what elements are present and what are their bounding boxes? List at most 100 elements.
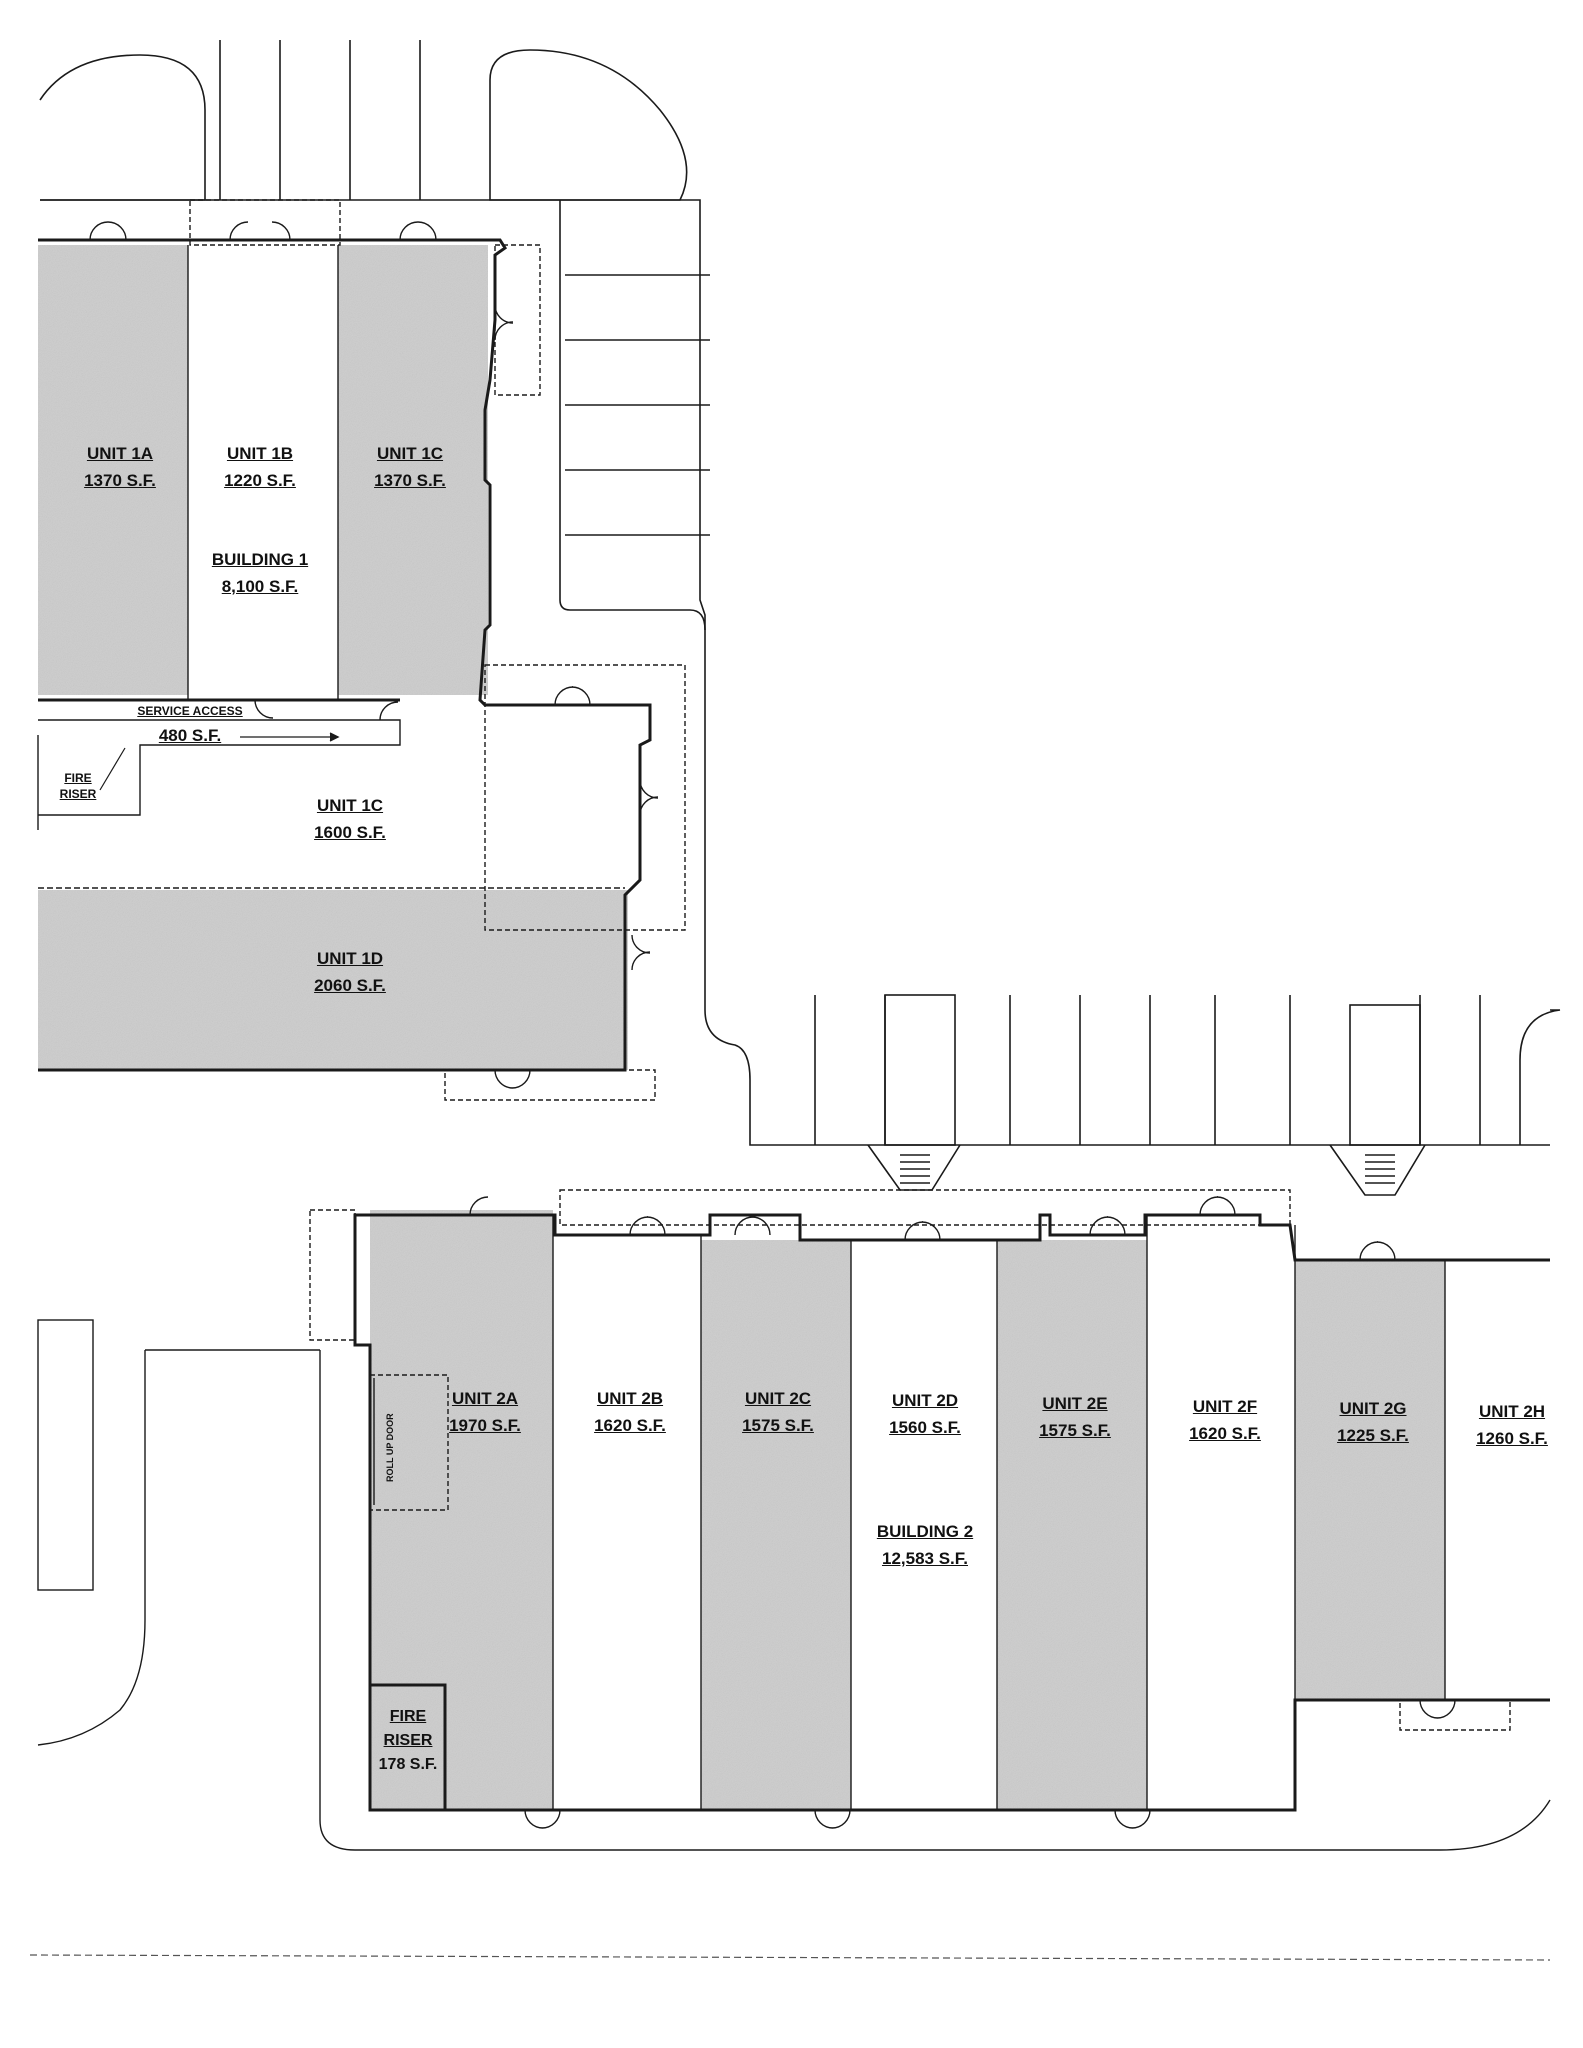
- roll-up-door: [369, 1374, 449, 1511]
- door-service: [254, 699, 399, 721]
- unit-2a-label: UNIT 2A 1970 S.F.: [430, 1385, 540, 1439]
- unit-area: 1370 S.F.: [374, 471, 446, 490]
- door-b1-2: [229, 221, 291, 241]
- building-area: 8,100 S.F.: [221, 577, 299, 596]
- left-parking-curb: [37, 1349, 320, 1746]
- unit-2c-label: UNIT 2C 1575 S.F.: [723, 1385, 833, 1439]
- door-b2-1: [469, 1196, 489, 1216]
- dashed-canopy-side-b1: [494, 244, 541, 396]
- unit-area: 1370 S.F.: [84, 471, 156, 490]
- door-b2-3: [734, 1216, 771, 1236]
- service-access-title: SERVICE ACCESS: [137, 704, 243, 718]
- stairs-right: [1329, 1144, 1426, 1196]
- door-b1-4: [494, 304, 514, 341]
- unit-name: UNIT 1A: [86, 444, 154, 463]
- unit-name: UNIT 1C: [376, 444, 444, 463]
- dashed-canopy-bottom-b1: [444, 1069, 656, 1101]
- parking-island-right: [1349, 1004, 1421, 1146]
- unit-1d-grain: [38, 890, 628, 1070]
- building-2: [37, 1189, 1551, 1851]
- unit-1c-grain: [338, 245, 488, 695]
- door-b1-5: [554, 686, 591, 706]
- dashed-canopy-right-b1: [484, 664, 686, 931]
- fire-riser-line2: RISER: [383, 1732, 433, 1749]
- door-b2-10: [1114, 1809, 1151, 1829]
- unit-name: UNIT 1B: [226, 444, 294, 463]
- unit-area: 1260 S.F.: [1476, 1429, 1548, 1448]
- unit-1a-label: UNIT 1A 1370 S.F.: [70, 440, 170, 494]
- unit-name: UNIT 2H: [1478, 1402, 1546, 1421]
- door-b2-2: [629, 1216, 666, 1236]
- building-1: [37, 199, 686, 1101]
- top-island-curb: [489, 49, 688, 201]
- fire-riser-arrow: [99, 747, 126, 791]
- dashed-canopy-top-b1: [189, 199, 341, 246]
- fire-riser-line1: FIRE: [389, 1708, 427, 1725]
- unit-1c-label: UNIT 1C 1370 S.F.: [360, 440, 460, 494]
- building-area: 12,583 S.F.: [881, 1549, 968, 1568]
- unit-1d-label: UNIT 1D 2060 S.F.: [290, 945, 410, 999]
- door-b2-11: [1419, 1699, 1456, 1719]
- service-access-corridor: [38, 719, 401, 816]
- unit-name: UNIT 1D: [316, 949, 384, 968]
- unit-name: UNIT 2F: [1192, 1397, 1258, 1416]
- unit-2c-grain: [701, 1240, 851, 1810]
- fire-riser-text: FIRE RISER: [59, 771, 97, 801]
- unit-1b-label: UNIT 1B 1220 S.F.: [210, 440, 310, 494]
- parking-stripes-top: [219, 40, 421, 200]
- service-access-area: 480 S.F.: [150, 722, 230, 749]
- stairs-left: [867, 1144, 961, 1191]
- unit-name: UNIT 2E: [1042, 1394, 1108, 1413]
- service-access-label: SERVICE ACCESS: [130, 703, 250, 719]
- parking-stripes-right: [565, 274, 710, 536]
- unit-area: 2060 S.F.: [314, 976, 386, 995]
- drive-lane-border: [40, 199, 1550, 1146]
- dashed-canopy-left-b2: [309, 1209, 356, 1341]
- unit-area: 1575 S.F.: [1039, 1421, 1111, 1440]
- door-b2-9: [814, 1809, 851, 1829]
- building-title: BUILDING 1: [211, 550, 309, 569]
- parking-stripes-middle: [814, 995, 1481, 1145]
- unit-area: 1560 S.F.: [889, 1418, 961, 1437]
- unit-2h-label: UNIT 2H 1260 S.F.: [1462, 1398, 1562, 1452]
- door-b1-7: [631, 934, 651, 971]
- unit-area: 1600 S.F.: [314, 823, 386, 842]
- unit-area: 1620 S.F.: [1189, 1424, 1261, 1443]
- unit-2d-label: UNIT 2D 1560 S.F.: [870, 1387, 980, 1441]
- door-b2-5: [1089, 1216, 1126, 1236]
- door-b2-8: [524, 1809, 561, 1829]
- unit-area: 1575 S.F.: [742, 1416, 814, 1435]
- unit-2f-label: UNIT 2F 1620 S.F.: [1170, 1393, 1280, 1447]
- site-curb-bottom: [319, 1350, 1551, 1851]
- unit-2g-label: UNIT 2G 1225 S.F.: [1318, 1395, 1428, 1449]
- unit-2g-grain: [1295, 1260, 1445, 1700]
- drive-lane-inner: [559, 200, 706, 631]
- unit-1c-lower-label: UNIT 1C 1600 S.F.: [290, 792, 410, 846]
- fire-riser-b1-label: FIRE RISER: [48, 770, 108, 802]
- unit-name: UNIT 2A: [451, 1389, 519, 1408]
- unit-1a-grain: [38, 245, 188, 695]
- unit-name: UNIT 2G: [1339, 1399, 1407, 1418]
- fire-riser-area: 178 S.F.: [378, 1756, 438, 1773]
- unit-2e-grain: [997, 1240, 1147, 1810]
- building-1-label: BUILDING 1 8,100 S.F.: [195, 546, 325, 600]
- unit-2b-label: UNIT 2B 1620 S.F.: [575, 1385, 685, 1439]
- unit-area: 1970 S.F.: [449, 1416, 521, 1435]
- left-parking-block: [37, 1319, 94, 1591]
- door-b1-1: [89, 221, 127, 241]
- dashed-canopy-bottom-b2: [1399, 1699, 1511, 1731]
- roll-up-door-label: ROLL UP DOOR: [385, 1402, 395, 1482]
- building-2-label: BUILDING 2 12,583 S.F.: [860, 1518, 990, 1572]
- door-b2-7: [1359, 1241, 1396, 1261]
- unit-area: 1220 S.F.: [224, 471, 296, 490]
- fire-riser-room-b2: [368, 1683, 447, 1812]
- unit-name: UNIT 1C: [316, 796, 384, 815]
- door-b1-8: [494, 1069, 531, 1089]
- service-access-area-text: 480 S.F.: [158, 726, 222, 745]
- door-b2-4: [904, 1221, 941, 1241]
- unit-2e-label: UNIT 2E 1575 S.F.: [1020, 1390, 1130, 1444]
- unit-name: UNIT 2C: [744, 1389, 812, 1408]
- fire-riser-b2-label: FIRE RISER 178 S.F.: [372, 1705, 444, 1777]
- page-bottom-dashed-line: [29, 1954, 1551, 1961]
